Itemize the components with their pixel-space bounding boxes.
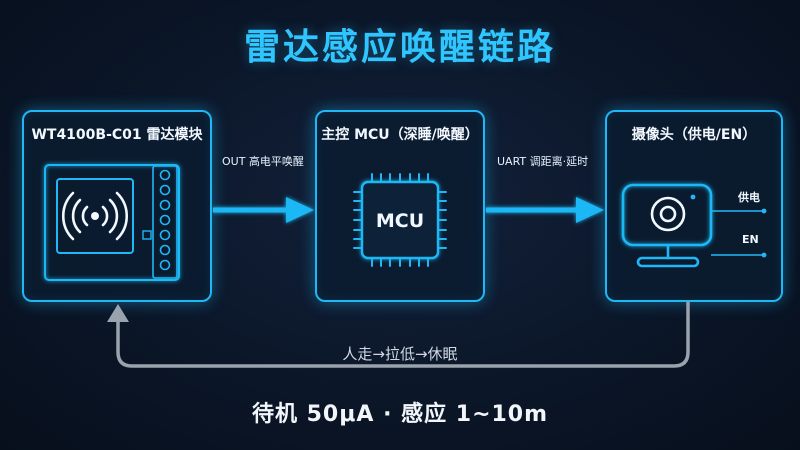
spec-caption: 待机 50μA · 感应 1~10m (251, 402, 549, 427)
camera-power-connector (711, 208, 767, 214)
camera-power-label: 供电 (738, 191, 760, 204)
camera-icon (621, 183, 713, 268)
camera-label: 摄像头（供电/EN） (631, 127, 757, 143)
arrow-loop-back (116, 301, 690, 368)
loop-back-label: 人走→拉低→休眠 (342, 345, 458, 363)
chip-icon: MCU (353, 173, 447, 267)
header-pins (159, 169, 171, 271)
chip-label: MCU (376, 210, 424, 232)
camera-en-label: EN (742, 233, 759, 246)
mcu-label: 主控 MCU（深睡/唤醒） (321, 127, 479, 143)
radar-module-label: WT4100B-C01 雷达模块 (31, 127, 203, 143)
camera-box: 摄像头（供电/EN） (605, 110, 783, 302)
arrow-loop-back-head (107, 304, 129, 322)
radar-module-box: WT4100B-C01 雷达模块 (22, 110, 212, 302)
arrow-mcu-to-camera (486, 197, 604, 223)
arrow-radar-to-mcu (213, 197, 314, 223)
edge-label-out: OUT 高电平唤醒 (222, 155, 304, 168)
camera-en-connector (711, 252, 767, 258)
edge-label-uart: UART 调距离·延时 (497, 155, 589, 168)
page-title: 雷达感应唤醒链路 (243, 27, 556, 68)
radar-module-illustration (44, 164, 180, 281)
radar-wave-icon (62, 191, 128, 241)
